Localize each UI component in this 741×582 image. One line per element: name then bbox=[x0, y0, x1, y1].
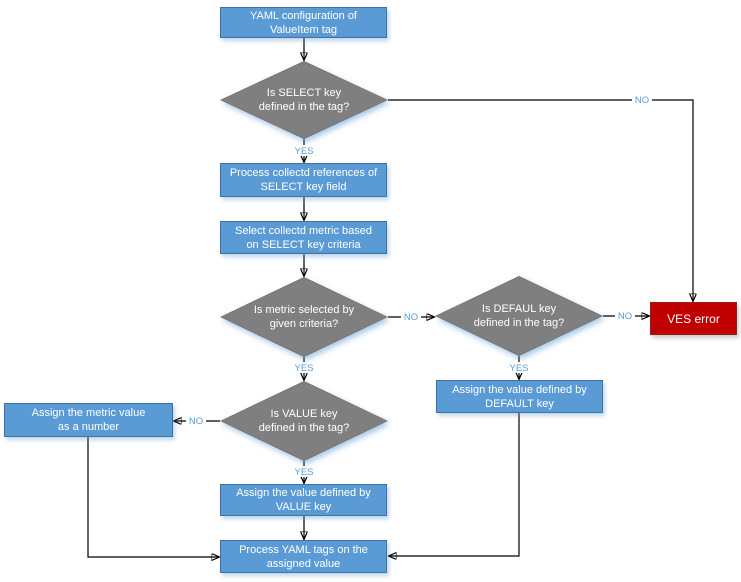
node-assign-metric: Assign the metric value as a number bbox=[4, 403, 173, 437]
node-process-references: Process collectd references of SELECT ke… bbox=[220, 163, 387, 197]
node-assign-default: Assign the value defined by DEFAULT key bbox=[436, 380, 603, 413]
node-is-metric-selected: Is metric selected by given criteria? bbox=[220, 277, 388, 357]
svg-text:YES: YES bbox=[294, 146, 313, 157]
connector-assignmetric-to-processyaml bbox=[87, 437, 219, 557]
node-is-default-key: Is DEFAUL key defined in the tag? bbox=[435, 276, 603, 356]
svg-text:YES: YES bbox=[294, 467, 313, 478]
edge-label-select-yes: YES bbox=[293, 145, 315, 157]
node-select-metric-label: Select collectd metric based on SELECT k… bbox=[235, 224, 372, 251]
node-is-value-key-label: Is VALUE key defined in the tag? bbox=[258, 408, 350, 434]
node-process-yaml-tags: Process YAML tags on the assigned value bbox=[220, 540, 387, 573]
node-is-select-key-label: Is SELECT key defined in the tag? bbox=[258, 87, 350, 113]
node-process-yaml-tags-label: Process YAML tags on the assigned value bbox=[239, 543, 368, 570]
node-is-default-key-label: Is DEFAUL key defined in the tag? bbox=[473, 303, 565, 329]
edge-label-value-yes: YES bbox=[293, 466, 315, 478]
node-is-value-key: Is VALUE key defined in the tag? bbox=[220, 381, 388, 461]
svg-text:YES: YES bbox=[294, 363, 313, 374]
edge-label-value-no: NO bbox=[186, 415, 206, 427]
node-is-metric-selected-label: Is metric selected by given criteria? bbox=[253, 304, 355, 330]
node-select-metric: Select collectd metric based on SELECT k… bbox=[220, 221, 387, 254]
node-yaml-config: YAML configuration of ValueItem tag bbox=[220, 7, 387, 38]
edge-label-select-no: NO bbox=[632, 94, 652, 106]
svg-text:YES: YES bbox=[509, 363, 528, 374]
node-ves-error-label: VES error bbox=[667, 311, 720, 326]
node-assign-value-label: Assign the value defined by VALUE key bbox=[236, 487, 371, 513]
connector-select-no-to-ves bbox=[388, 99, 693, 301]
svg-text:NO: NO bbox=[404, 312, 418, 323]
edge-label-metric-yes: YES bbox=[293, 362, 315, 374]
node-assign-default-label: Assign the value defined by DEFAULT key bbox=[452, 383, 587, 410]
edge-label-default-yes: YES bbox=[508, 362, 530, 374]
node-ves-error: VES error bbox=[650, 302, 737, 335]
node-yaml-config-label: YAML configuration of ValueItem tag bbox=[249, 9, 357, 36]
node-process-references-label: Process collectd references of SELECT ke… bbox=[229, 167, 378, 193]
svg-text:NO: NO bbox=[618, 311, 632, 322]
node-is-select-key: Is SELECT key defined in the tag? bbox=[220, 61, 388, 139]
node-assign-metric-label: Assign the metric value as a number bbox=[31, 407, 146, 433]
svg-text:NO: NO bbox=[189, 416, 203, 427]
edge-label-default-no: NO bbox=[615, 310, 635, 322]
node-assign-value: Assign the value defined by VALUE key bbox=[220, 484, 387, 516]
svg-text:NO: NO bbox=[635, 95, 649, 106]
edge-label-metric-no: NO bbox=[401, 311, 421, 323]
connector-assigndefault-to-processyaml bbox=[389, 413, 520, 556]
